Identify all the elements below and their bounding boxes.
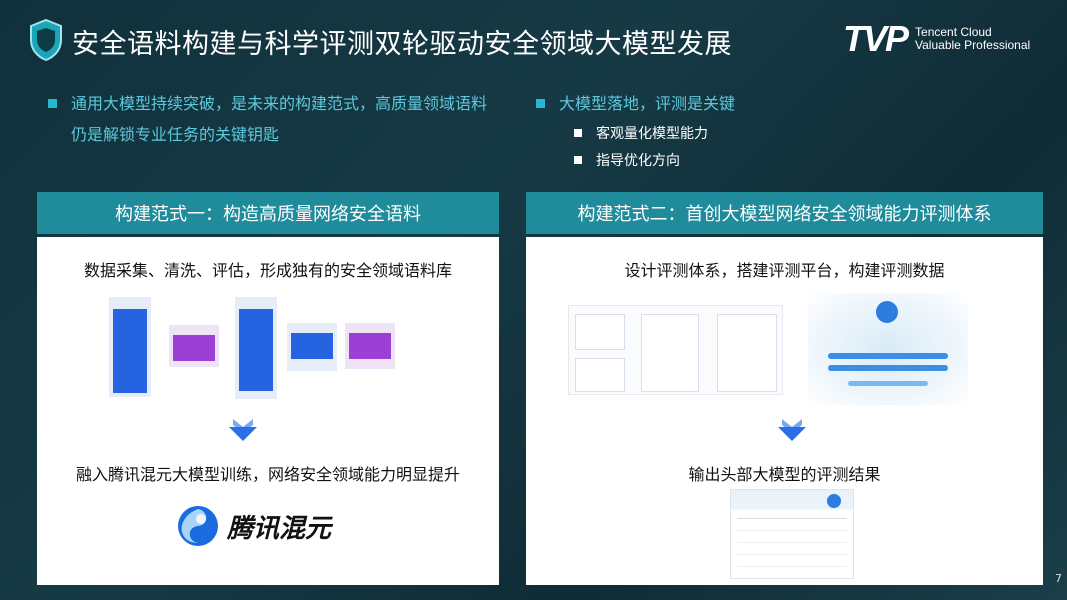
bullet-square-icon xyxy=(48,99,57,108)
panel-left: 数据采集、清洗、评估，形成独有的安全领域语料库 融入腾讯混元大模型训练，网络安全… xyxy=(37,237,499,585)
panel-left-top-text: 数据采集、清洗、评估，形成独有的安全领域语料库 xyxy=(83,261,452,280)
page-number: 7 xyxy=(1055,572,1062,585)
tvp-logo-mark: TVP xyxy=(843,18,909,59)
sub-bullet-text: 指导优化方向 xyxy=(596,152,680,169)
bullet-square-icon xyxy=(536,99,545,108)
panel-left-bottom-text: 融入腾讯混元大模型训练，网络安全领域能力明显提升 xyxy=(75,465,460,484)
bullet-left-text: 通用大模型持续突破，是未来的构建范式，高质量领域语料仍是解锁专业任务的关键钥匙 xyxy=(71,94,488,144)
bullet-right-text: 大模型落地，评测是关键 xyxy=(559,94,736,113)
corpus-pipeline-diagram xyxy=(109,297,399,407)
evaluation-platform-diagram xyxy=(568,305,783,395)
evaluation-results-screenshot xyxy=(730,489,854,579)
panel-right-bottom-text: 输出头部大模型的评测结果 xyxy=(688,465,881,484)
sub-bullet-icon xyxy=(574,155,582,164)
tvp-logo-line1: Tencent Cloud xyxy=(915,25,992,39)
page-title: 安全语料构建与科学评测双轮驱动安全领域大模型发展 xyxy=(72,29,732,60)
sub-bullet-icon xyxy=(574,128,582,137)
panel-right: 设计评测体系，搭建评测平台，构建评测数据 输出头部大模型的评测结果 xyxy=(526,237,1043,585)
down-arrow-icon xyxy=(229,419,257,441)
panel-right-top-text: 设计评测体系，搭建评测平台，构建评测数据 xyxy=(624,261,945,280)
panel-right-header: 构建范式二：首创大模型网络安全领域能力评测体系 xyxy=(526,192,1043,234)
tvp-logo-line2: Valuable Professional xyxy=(915,38,1031,52)
bullet-left: 通用大模型持续突破，是未来的构建范式，高质量领域语料仍是解锁专业任务的关键钥匙 xyxy=(48,88,493,150)
capability-framework-diagram xyxy=(808,293,968,405)
hunyuan-logo: 腾讯混元 xyxy=(177,505,331,547)
panel-left-header: 构建范式一：构造高质量网络安全语料 xyxy=(37,192,499,234)
hunyuan-brand-text: 腾讯混元 xyxy=(227,513,332,544)
down-arrow-icon xyxy=(778,419,806,441)
bullet-right: 大模型落地，评测是关键 客观量化模型能力 指导优化方向 xyxy=(536,88,735,173)
shield-icon xyxy=(30,18,62,62)
hunyuan-logo-icon xyxy=(178,506,218,546)
sub-bullet-text: 客观量化模型能力 xyxy=(596,125,708,142)
